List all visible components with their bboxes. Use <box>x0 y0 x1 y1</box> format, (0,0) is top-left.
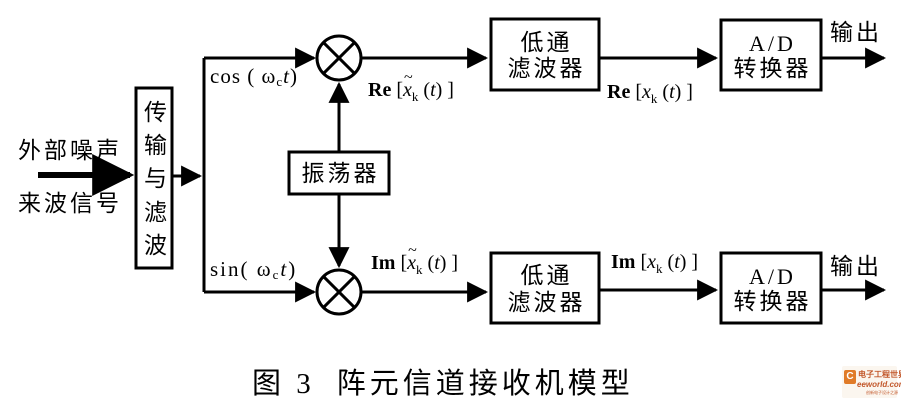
re-op: Re <box>607 81 631 103</box>
oscillator-label: 振荡器 <box>301 161 380 188</box>
im-mixed-label: Im [xk (t) ] <box>371 243 458 276</box>
bottom-mixer <box>315 268 363 316</box>
re-mixed-label: Re [xk (t) ] <box>368 70 454 103</box>
input-label-signal: 来波信号 <box>18 191 122 217</box>
lpf-top-label: 低通 滤波器 <box>491 19 602 93</box>
im-op: Im <box>611 251 636 273</box>
sin-fn: sin <box>210 257 241 281</box>
k-sub: k <box>656 261 663 276</box>
cos-omega: ω <box>261 64 277 88</box>
im-op: Im <box>371 252 396 274</box>
adc-line-2: 转换器 <box>733 288 812 315</box>
input-label-noise: 外部噪声 <box>18 138 122 164</box>
cos-carrier-label: cos ( ωct) <box>210 64 298 89</box>
x-tilde: x <box>407 243 417 273</box>
top-mixer <box>315 34 363 82</box>
transmission-filter-char: 与 <box>144 166 167 193</box>
t-var: t <box>430 79 436 101</box>
lpf-line-2: 滤波器 <box>507 56 586 82</box>
lpf-bottom-box <box>489 251 601 325</box>
transmission-filter-char: 滤 <box>144 199 167 226</box>
cos-t: t <box>283 64 290 88</box>
transmission-filter-char: 波 <box>144 233 167 260</box>
sin-omega-sub: c <box>272 267 281 282</box>
figure-number: 图 3 <box>252 368 315 400</box>
k-sub: k <box>650 91 658 106</box>
eeworld-logo-icon: C <box>844 370 856 384</box>
transmission-filter-box <box>134 86 174 270</box>
sin-t: t <box>280 257 289 281</box>
transmission-filter-char: 输 <box>144 132 167 159</box>
cos-omega-sub: c <box>276 74 284 89</box>
figure-title: 阵元信道接收机模型 <box>336 366 634 400</box>
figure-caption: 图 3 阵元信道接收机模型 <box>252 360 634 402</box>
t-var: t <box>669 81 675 103</box>
transmission-filter-char: 传 <box>144 99 167 126</box>
adc-top-box <box>719 18 823 92</box>
x-var: x <box>647 251 657 273</box>
output-top-label: 输出 <box>830 20 882 46</box>
adc-bottom-label: A/D 转换器 <box>721 253 824 326</box>
re-op: Re <box>368 79 392 101</box>
k-sub: k <box>411 89 419 104</box>
adc-bottom-box <box>719 251 823 325</box>
watermark-brand-en: eeworld.com.cn <box>857 380 901 389</box>
sin-carrier-label: sin( ωct) <box>210 257 298 282</box>
watermark-brand-cn: 电子工程世界 <box>858 370 901 379</box>
transmission-filter-label: 传 输 与 滤 波 <box>136 92 175 268</box>
watermark-slogan: 创新电子设计之源 <box>866 390 898 395</box>
im-filtered-label: Im [xk (t) ] <box>611 251 699 276</box>
lpf-top-box <box>489 17 601 92</box>
eeworld-watermark: C 电子工程世界 eeworld.com.cn 创新电子设计之源 <box>842 366 901 398</box>
t-var: t <box>434 252 440 274</box>
adc-line-1: A/D <box>749 30 796 56</box>
lpf-line-1: 低通 <box>520 263 573 290</box>
lpf-line-1: 低通 <box>520 29 573 56</box>
x-var: x <box>642 81 651 103</box>
k-sub: k <box>416 262 423 277</box>
cos-fn: cos <box>210 64 241 88</box>
sin-omega: ω <box>256 257 273 281</box>
t-var: t <box>674 251 680 273</box>
adc-line-2: 转换器 <box>733 55 812 82</box>
adc-top-label: A/D 转换器 <box>721 20 824 93</box>
re-filtered-label: Re [xk (t) ] <box>607 81 693 106</box>
lpf-bottom-label: 低通 滤波器 <box>491 253 602 326</box>
lpf-line-2: 滤波器 <box>507 289 586 316</box>
output-bottom-label: 输出 <box>830 254 882 280</box>
x-tilde: x <box>403 70 413 100</box>
adc-line-1: A/D <box>749 263 796 289</box>
